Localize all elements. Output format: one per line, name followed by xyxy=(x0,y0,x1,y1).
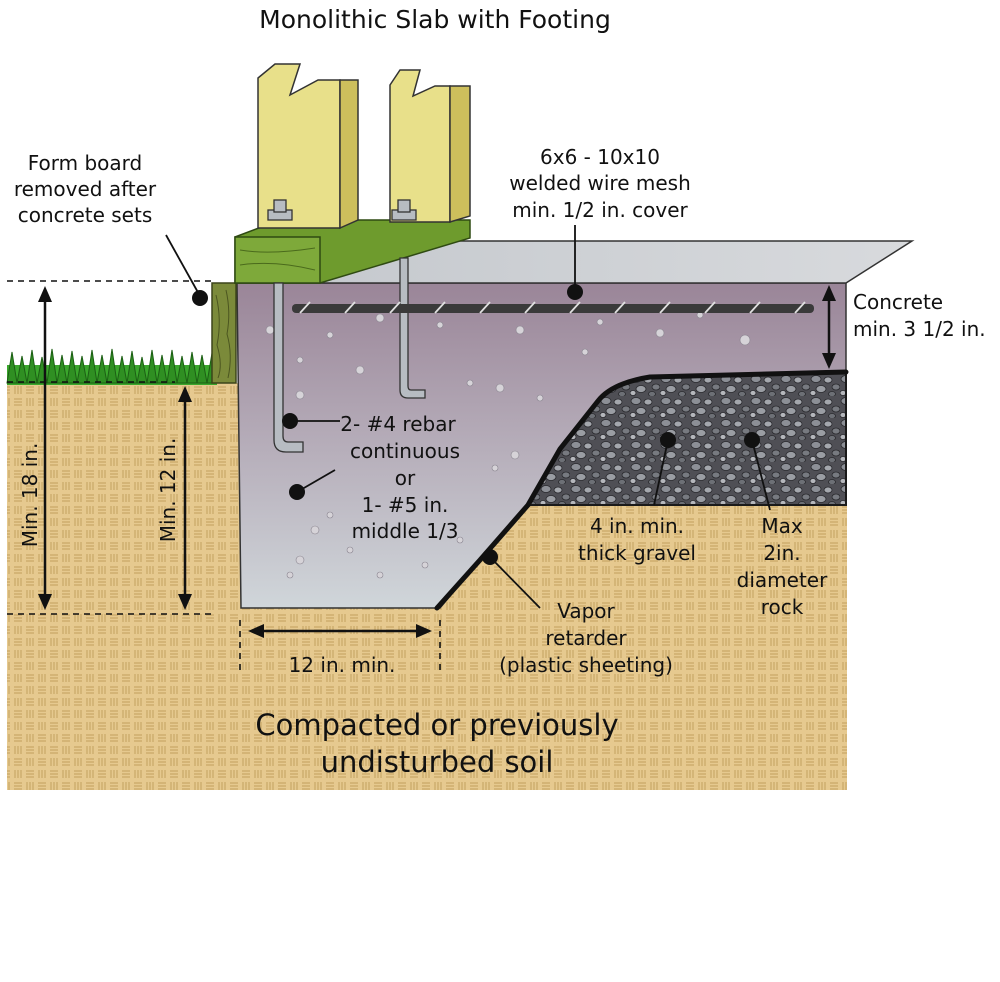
rebar-line-5: middle 1/3 xyxy=(352,519,459,543)
vapor-retarder xyxy=(434,369,849,611)
label-rebar: 2- #4 rebar continuous or 1- #5 in. midd… xyxy=(340,412,460,543)
form-board-line-1: Form board xyxy=(28,151,143,175)
label-wire-mesh: 6x6 - 10x10 welded wire mesh min. 1/2 in… xyxy=(509,145,691,222)
label-vapor: Vapor retarder (plastic sheeting) xyxy=(499,599,673,677)
rebar-line-3: or xyxy=(395,466,416,490)
anchor-bolts xyxy=(267,199,426,453)
label-form-board: Form board removed after concrete sets xyxy=(14,151,157,227)
label-min-12: Min. 12 in. xyxy=(156,438,180,543)
post-left xyxy=(257,63,359,230)
leader-lines xyxy=(165,225,771,609)
vapor-line-1: Vapor xyxy=(557,599,615,623)
label-concrete: Concrete min. 3 1/2 in. xyxy=(853,290,986,341)
soil-line-2: undisturbed soil xyxy=(321,745,554,779)
wire-mesh-line-2: welded wire mesh xyxy=(509,171,691,195)
leader-dots xyxy=(192,284,760,565)
gravel-line-1: 4 in. min. xyxy=(590,514,684,538)
dimension-dashes xyxy=(7,280,441,672)
label-rock: Max 2in. diameter rock xyxy=(737,514,828,619)
rebar-line-2: continuous xyxy=(350,439,460,463)
rebar-line-4: 1- #5 in. xyxy=(362,493,449,517)
concrete-line-2: min. 3 1/2 in. xyxy=(853,317,986,341)
post-right xyxy=(389,69,471,224)
concrete-line-1: Concrete xyxy=(853,290,943,314)
dimension-arrows xyxy=(38,285,836,638)
wire-mesh-line-1: 6x6 - 10x10 xyxy=(540,145,660,169)
concrete-aggregate xyxy=(265,311,751,579)
form-board-line-2: removed after xyxy=(14,177,157,201)
label-footing-width: 12 in. min. xyxy=(289,653,396,677)
form-board xyxy=(211,282,237,384)
label-min-18: Min. 18 in. xyxy=(18,443,42,548)
rock-line-4: rock xyxy=(761,595,804,619)
rebar-line-1: 2- #4 rebar xyxy=(340,412,456,436)
vapor-line-2: retarder xyxy=(545,626,627,650)
label-gravel: 4 in. min. thick gravel xyxy=(578,514,696,565)
label-soil: Compacted or previously undisturbed soil xyxy=(255,708,618,779)
grass xyxy=(6,348,218,385)
soil-line-1: Compacted or previously xyxy=(255,708,618,742)
rock-line-1: Max xyxy=(761,514,803,538)
form-board-line-3: concrete sets xyxy=(18,203,152,227)
diagram-title: Monolithic Slab with Footing xyxy=(259,5,611,34)
rock-line-3: diameter xyxy=(737,568,828,592)
wire-mesh-line-3: min. 1/2 in. cover xyxy=(512,198,688,222)
gravel-line-2: thick gravel xyxy=(578,541,696,565)
vapor-line-3: (plastic sheeting) xyxy=(499,653,673,677)
welded-wire-mesh xyxy=(292,301,814,314)
rock-line-2: 2in. xyxy=(763,541,800,565)
